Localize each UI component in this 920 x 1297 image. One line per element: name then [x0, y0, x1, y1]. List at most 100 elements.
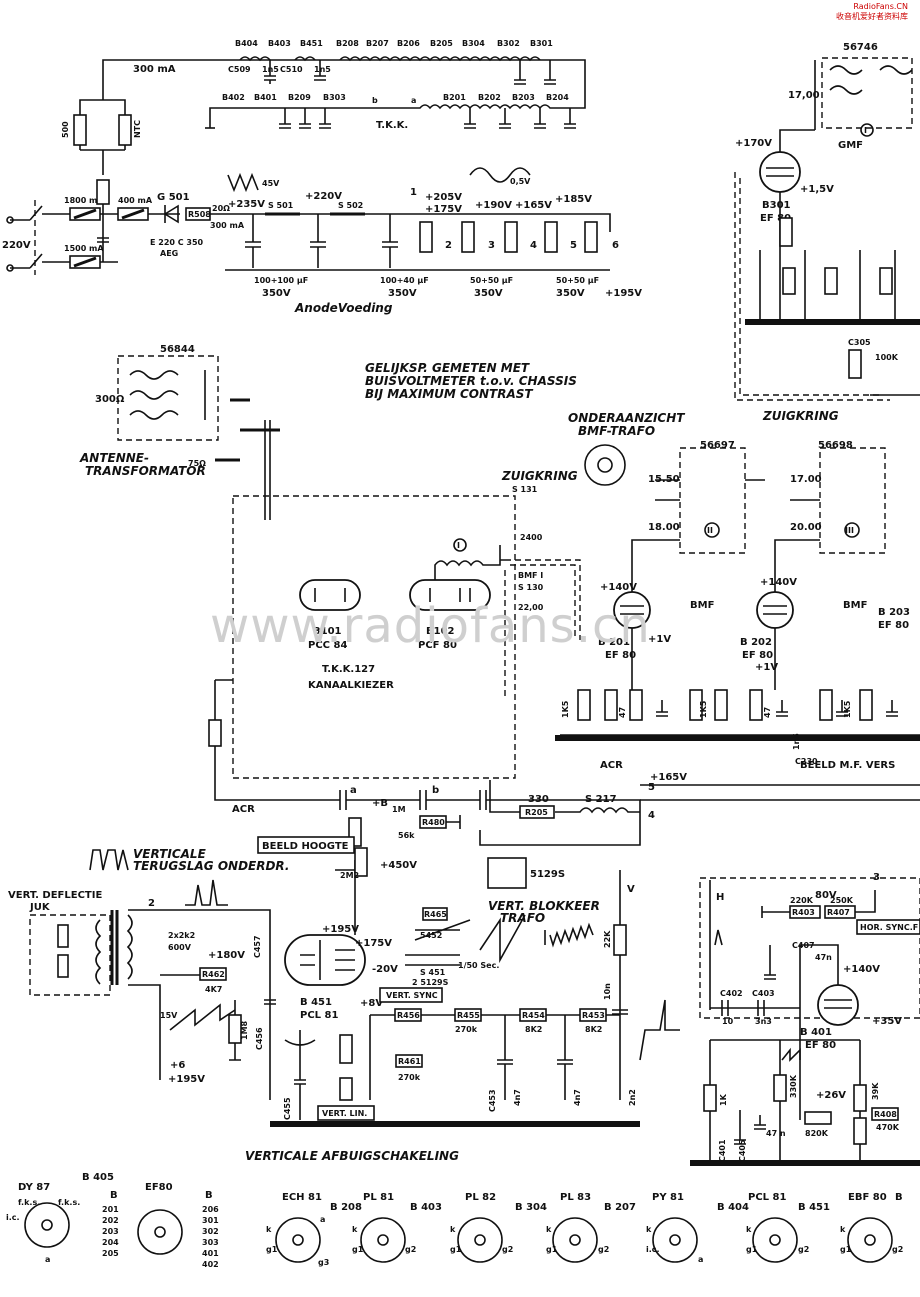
if-resistor [629, 689, 643, 721]
resistor-r503 [118, 114, 132, 146]
mains-voltage: 220V [2, 240, 31, 251]
bmf-trafo-label: BMF-TRAFO [578, 424, 655, 438]
voltage-140h: +140V [843, 964, 880, 975]
hor-sync-control[interactable] [856, 919, 920, 935]
r455-value: 56k [398, 831, 415, 840]
beeld-hoogte-control[interactable] [257, 836, 355, 854]
voltage-15: 15V [160, 1011, 178, 1020]
resistor-r464 [422, 907, 448, 921]
c458-value: 2x2k2 [168, 931, 195, 940]
c402-value: 10 [722, 1017, 734, 1026]
voltage-175: +175V [425, 204, 462, 215]
c407-value: 47n [815, 953, 832, 962]
voltage-6: +6 [170, 1060, 185, 1071]
tube-b102 [409, 579, 491, 611]
bmf1-label: BMF I [518, 571, 543, 580]
ef80-ref: 206 [202, 1205, 219, 1214]
heater-label: B403 [268, 39, 291, 48]
pin-label: g1 [840, 1245, 852, 1254]
freq-2400: 2400 [520, 533, 543, 542]
c458-voltage: 600V [168, 943, 192, 952]
resistor-r509 [584, 221, 598, 253]
resistor-r408b [853, 1117, 867, 1145]
current-label-top: 300 mA [133, 64, 176, 75]
c452-value: 2n2 [628, 1089, 637, 1106]
voltage-180: +180V [208, 950, 245, 961]
pin-label: i.c. [646, 1245, 660, 1254]
tube-b301 [759, 151, 801, 193]
voltage-195: +195V [605, 288, 642, 299]
yoke-coil-2 [57, 954, 69, 978]
resistor-r455 [354, 847, 368, 877]
antenna-transformer: 56844 300Ω 75Ω ANTENNE- TRANSFORMATOR [79, 344, 280, 520]
vert-lin-control[interactable] [317, 1105, 375, 1121]
antenna-trafo-label: 56844 [160, 344, 195, 355]
pin-label: i.c. [6, 1213, 20, 1222]
heater-label: B206 [397, 39, 420, 48]
resistor-r502 [96, 179, 110, 205]
ef80-ref: 202 [102, 1216, 119, 1225]
vert-deflect-label-1: VERT. DEFLECTIE [8, 890, 102, 901]
resistor-r463 [228, 1014, 242, 1044]
caps2-label: 100+40 μF [380, 276, 429, 285]
heater-label: B401 [254, 93, 277, 102]
pinout-name: EF80 [145, 1182, 173, 1193]
caps4-voltage: 350V [556, 288, 585, 299]
freq-label: 1/50 Sec. [458, 961, 499, 970]
if-value: 1n5 [792, 733, 801, 750]
pinout-b: B 207 [604, 1202, 636, 1213]
choke-s502: S 502 [338, 201, 363, 210]
b102-label: B102 [426, 626, 455, 637]
r480-label: R480 [422, 818, 445, 827]
kanaalkiezer-label: KANAALKIEZER [308, 680, 394, 691]
pinout-b: B 451 [798, 1202, 830, 1213]
ef80-ref: 204 [102, 1238, 119, 1247]
trafo-56698: 56698 [818, 440, 853, 451]
zuigkring-label-tuner: ZUIGKRING [501, 469, 578, 483]
vert-sync-control[interactable] [379, 987, 443, 1003]
gmf-stage: 56746 17,00 I GMF +170V +1,5V B301 EF 80… [734, 42, 920, 401]
pin-label: f.k.s. [18, 1198, 40, 1207]
pin-label: g3 [318, 1258, 329, 1267]
voltage-35: +35V [872, 1016, 902, 1027]
b201-type: EF 80 [605, 650, 636, 661]
b201-label: B 201 [598, 637, 630, 648]
c451-value: 10n [603, 983, 612, 1000]
vert-lin-label: VERT. LIN. [322, 1109, 367, 1118]
resistor-r462 [199, 967, 227, 981]
blokkeer-label-1: VERT. BLOKKEER [488, 899, 600, 913]
s451-type: 2 5129S [412, 978, 449, 987]
c305-label: C305 [848, 338, 871, 347]
resistor-r407 [824, 905, 856, 919]
resistor-r504 [461, 221, 475, 253]
pin-label: k [450, 1225, 456, 1234]
r205-label: R205 [525, 808, 548, 817]
ohm75-label: 75Ω [188, 459, 206, 468]
pin-label: k [840, 1225, 846, 1234]
pinout-b: B 403 [410, 1202, 442, 1213]
if-resistor [819, 689, 833, 721]
pin-label: k [746, 1225, 752, 1234]
heater-label: B201 [443, 93, 466, 102]
node-label: 2 [445, 240, 452, 251]
r508-label: R508 [188, 210, 211, 219]
resistor-r406 [853, 1084, 867, 1112]
s217-label: S 217 [585, 794, 617, 805]
rectifier-brand: AEG [160, 249, 178, 258]
voltage-195c: +195V [168, 1074, 205, 1085]
node-5: 5 [648, 782, 655, 793]
b202-voltage: +140V [760, 577, 797, 588]
if-value: 47 [763, 707, 772, 718]
voltage-175b: +175V [355, 938, 392, 949]
r403-value: 220K [790, 896, 814, 905]
pinout-b: B [895, 1192, 903, 1203]
node-label: 3 [488, 240, 495, 251]
pin-label: g2 [892, 1245, 903, 1254]
ef80-ref: 205 [102, 1249, 119, 1258]
c406-value: 47 n [766, 1129, 786, 1138]
trafo-56746: 56746 [843, 42, 878, 53]
resistor-r464b [339, 1077, 353, 1101]
section-vert-title: VERTICALE AFBUIGSCHAKELING [245, 1149, 459, 1163]
pinout-b: B 405 [82, 1172, 114, 1183]
c453-value: 4n7 [573, 1089, 582, 1106]
